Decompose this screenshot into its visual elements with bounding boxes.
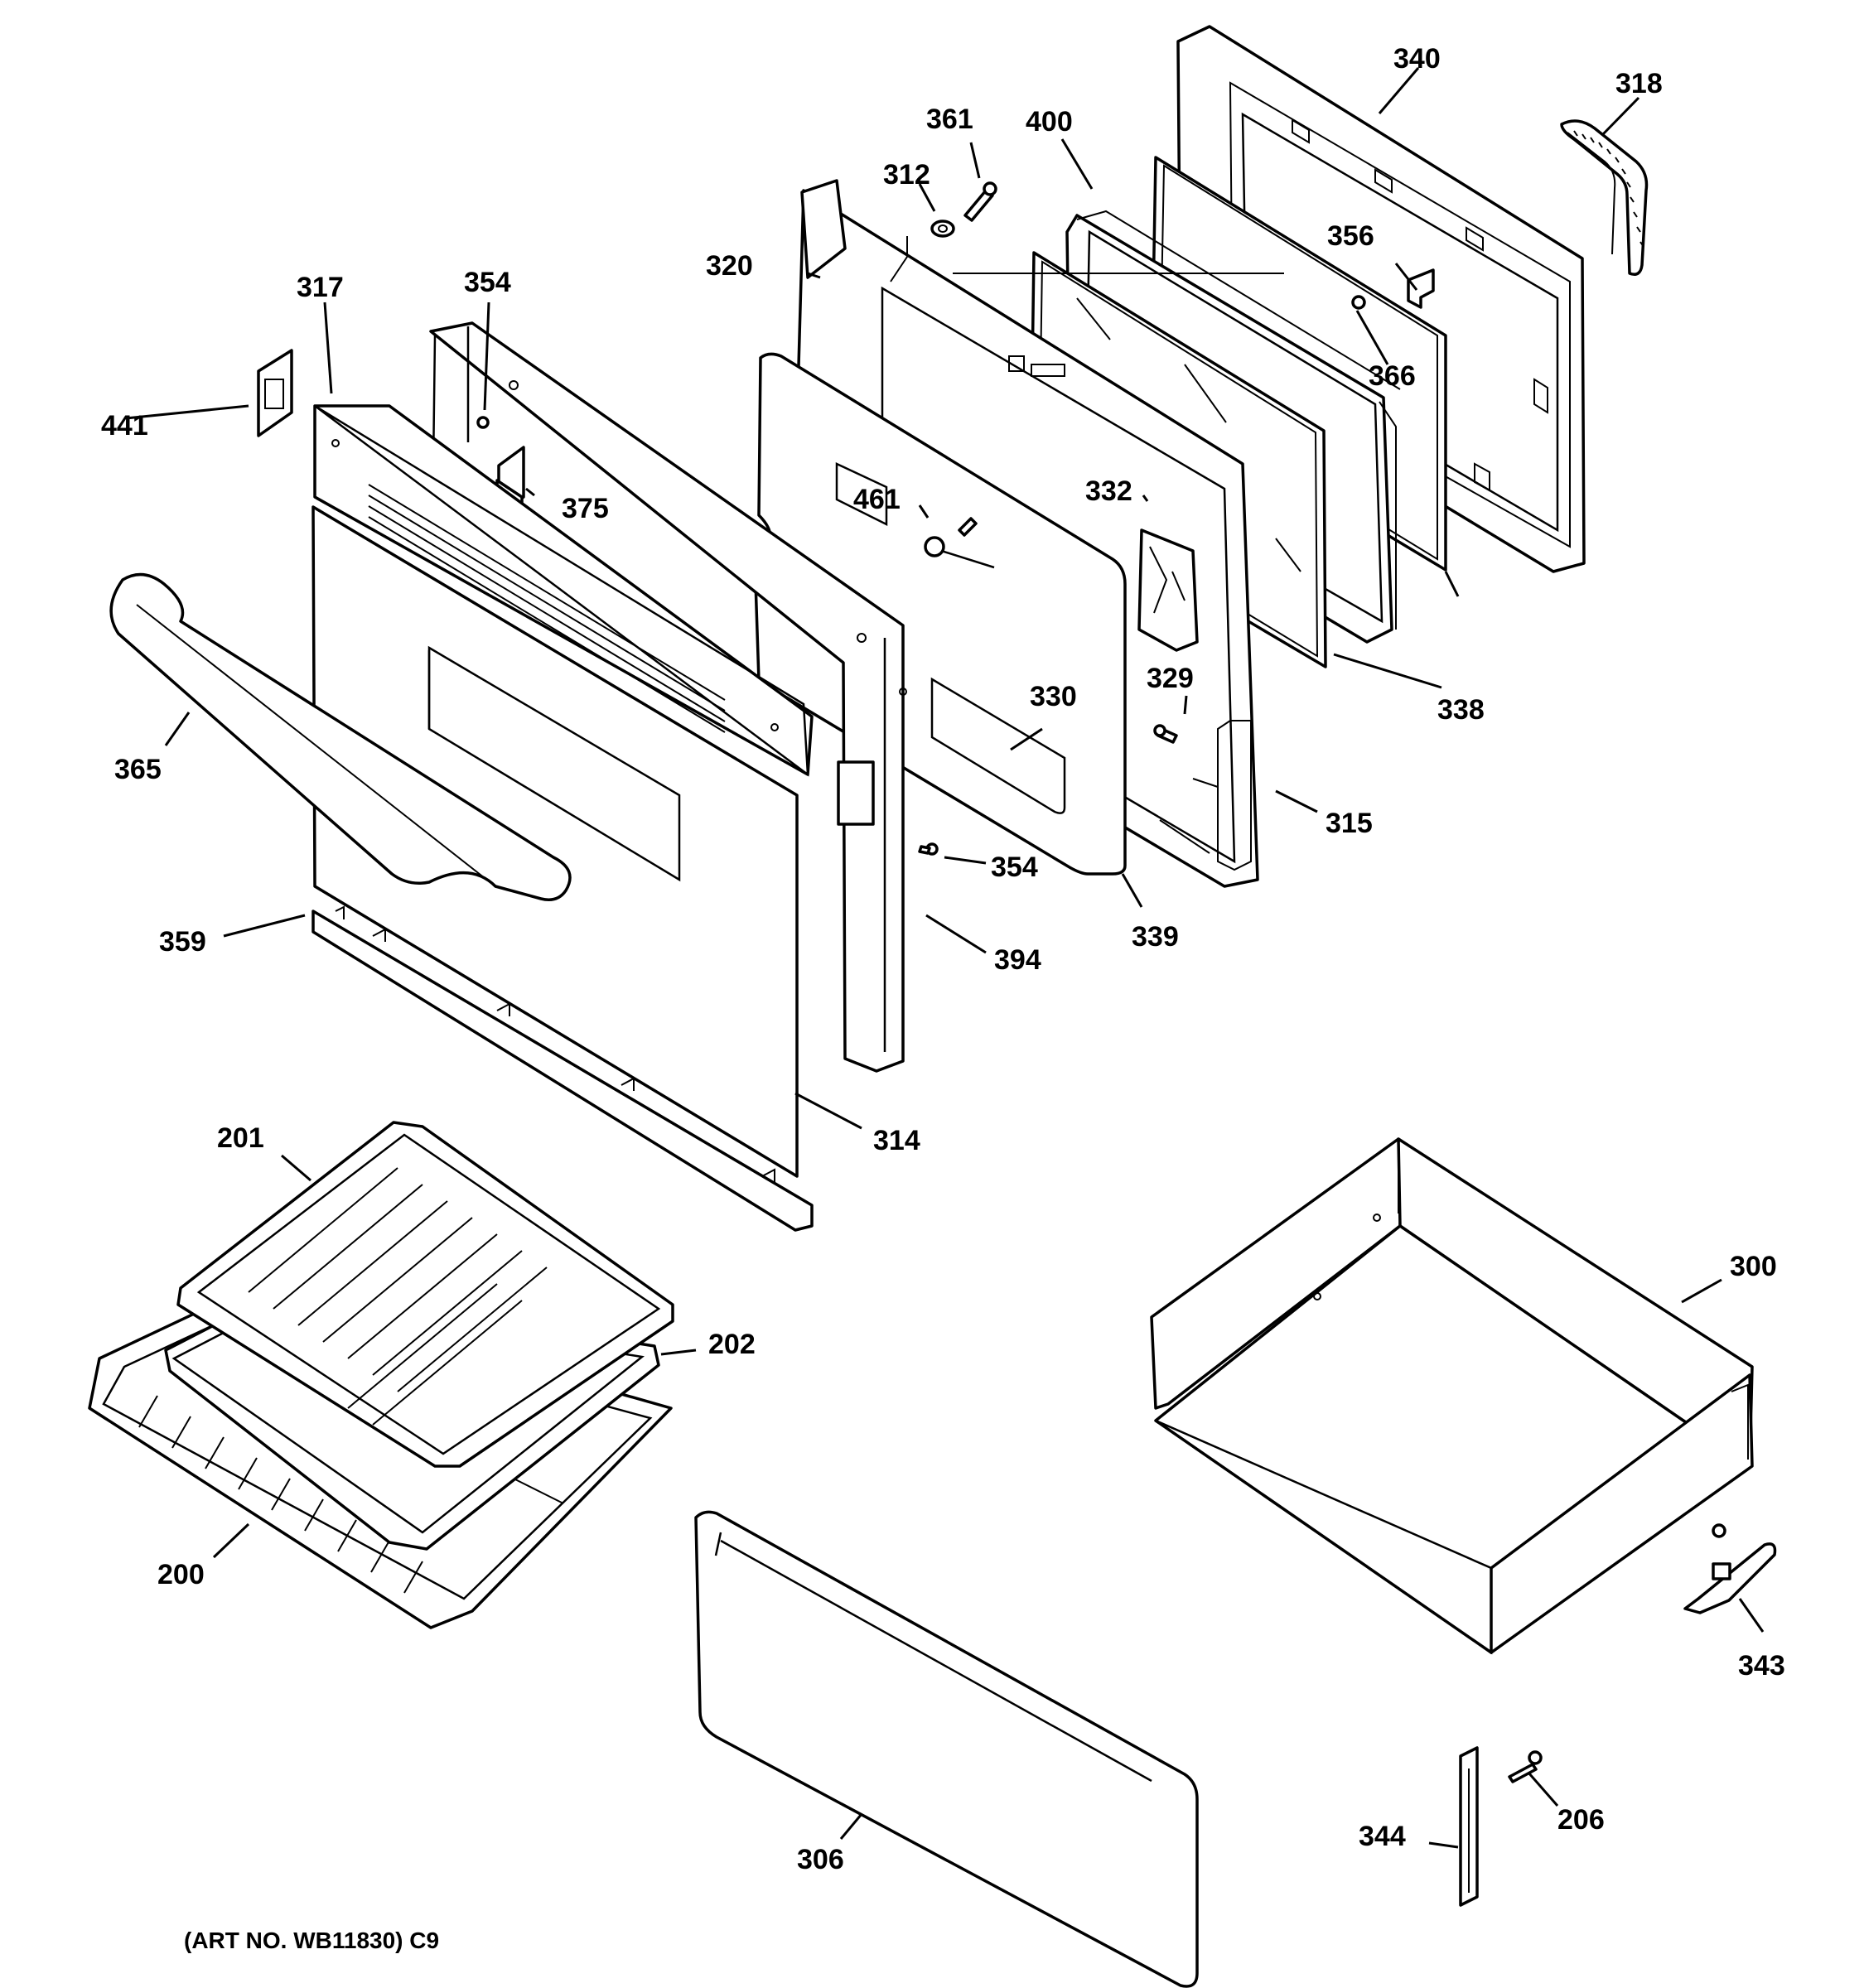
- part-317-vent-trim: [313, 404, 814, 777]
- callout-394: 394: [994, 944, 1041, 976]
- part-461-fasteners: [924, 517, 978, 557]
- callout-329: 329: [1147, 663, 1194, 694]
- callout-312: 312: [883, 159, 930, 191]
- callout-338: 338: [1437, 694, 1485, 726]
- part-201-broiler-grid: [176, 1121, 674, 1468]
- callout-343: 343: [1738, 1650, 1785, 1682]
- callout-318: 318: [1615, 68, 1663, 99]
- callout-332: 332: [1085, 475, 1132, 507]
- callout-306: 306: [797, 1844, 844, 1875]
- callout-356: 356: [1327, 220, 1374, 252]
- part-354-screw-upper: [476, 416, 490, 429]
- callout-339: 339: [1132, 921, 1179, 953]
- callout-441: 441: [101, 410, 148, 442]
- callout-330: 330: [1030, 681, 1077, 712]
- part-344-drawer-rail: [1459, 1746, 1479, 1907]
- part-332-insulation: [1137, 528, 1199, 652]
- callout-206: 206: [1557, 1804, 1605, 1836]
- part-359-bottom-trim: [311, 905, 814, 1232]
- part-361-screw: [963, 181, 997, 222]
- part-394-door-side-frame: [429, 321, 907, 1073]
- callout-344: 344: [1359, 1821, 1406, 1852]
- art-number-caption: (ART NO. WB11830) C9: [184, 1928, 439, 1953]
- part-343-drawer-slide: [1683, 1523, 1777, 1614]
- callout-461: 461: [853, 484, 901, 515]
- part-318-door-gasket: [1560, 119, 1649, 276]
- callout-200: 200: [157, 1559, 205, 1590]
- part-320-door-top-panel: [800, 179, 847, 279]
- callout-labels: 340 318 361 400 312 356 320 317 354 366 …: [101, 43, 1785, 1875]
- callout-375: 375: [562, 493, 609, 524]
- part-441-vent-clip: [257, 349, 293, 437]
- callout-361: 361: [926, 104, 973, 135]
- callout-340: 340: [1393, 43, 1441, 75]
- callout-366: 366: [1369, 360, 1416, 392]
- part-365-door-handle: [109, 572, 572, 901]
- part-312-grommet: [930, 220, 955, 238]
- callout-354-upper: 354: [464, 267, 511, 298]
- callout-201: 201: [217, 1122, 264, 1154]
- callout-317: 317: [297, 272, 344, 303]
- part-356-clip: [1407, 268, 1435, 309]
- callout-300: 300: [1730, 1251, 1777, 1282]
- callout-359: 359: [159, 926, 206, 958]
- callout-202: 202: [708, 1329, 756, 1360]
- part-329-screw: [1153, 724, 1178, 744]
- callout-315: 315: [1326, 808, 1373, 839]
- part-306-drawer-front: [694, 1510, 1199, 1988]
- callout-314: 314: [873, 1125, 920, 1156]
- part-300-storage-drawer: [1150, 1137, 1754, 1655]
- callout-354-lower: 354: [991, 852, 1038, 883]
- part-354-screw-lower: [918, 842, 939, 856]
- callout-400: 400: [1026, 106, 1073, 138]
- callout-365: 365: [114, 754, 162, 785]
- callout-320: 320: [706, 250, 753, 282]
- part-366-screw: [1351, 295, 1366, 310]
- leader-lines: [125, 67, 1765, 1849]
- part-206-screw: [1508, 1750, 1543, 1783]
